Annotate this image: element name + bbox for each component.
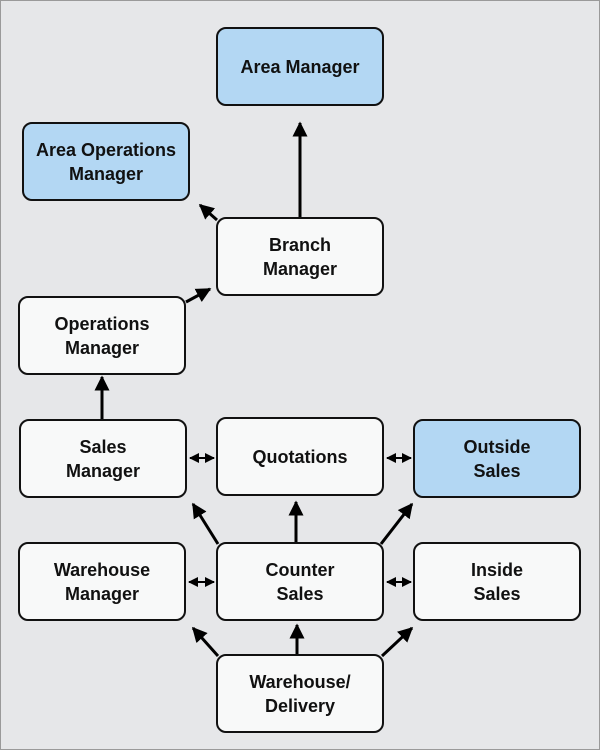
node-warehouse-manager: Warehouse Manager	[18, 542, 186, 621]
arrow-delivery-to-warehouse	[191, 626, 220, 657]
node-inside-sales: Inside Sales	[413, 542, 581, 621]
arrow-delivery-to-inside	[380, 626, 414, 658]
arrow-counter-to-sales	[191, 502, 220, 545]
node-warehouse-delivery: Warehouse/ Delivery	[216, 654, 384, 733]
arrow-counter-to-outside	[379, 502, 414, 545]
node-quotations: Quotations	[216, 417, 384, 496]
arrow-operations-to-branch	[185, 287, 212, 304]
node-branch-manager: Branch Manager	[216, 217, 384, 296]
node-operations-manager: Operations Manager	[18, 296, 186, 375]
arrow-branch-to-area-operations	[198, 203, 218, 222]
node-outside-sales: Outside Sales	[413, 419, 581, 498]
node-area-manager: Area Manager	[216, 27, 384, 106]
node-area-operations-manager: Area Operations Manager	[22, 122, 190, 201]
node-counter-sales: Counter Sales	[216, 542, 384, 621]
node-sales-manager: Sales Manager	[19, 419, 187, 498]
